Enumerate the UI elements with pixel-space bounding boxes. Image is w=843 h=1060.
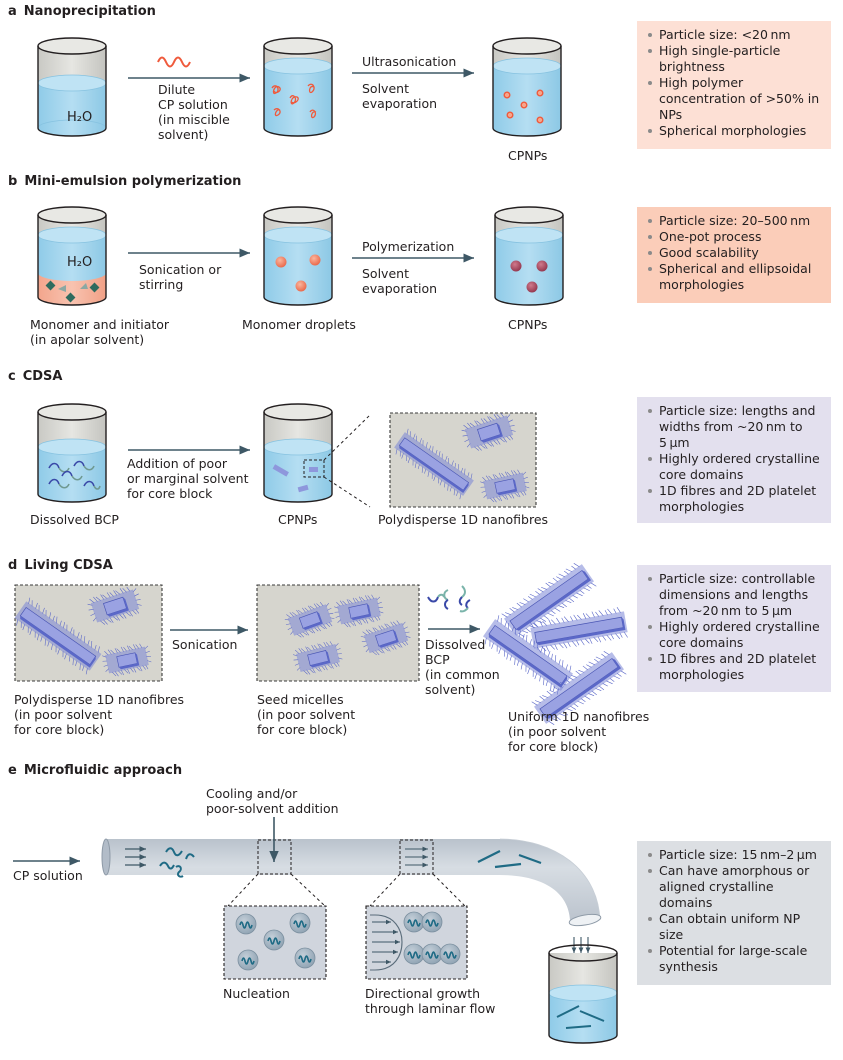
panel-e-artwork <box>13 817 618 1044</box>
product-cpnps-label: CPNPs <box>508 317 548 332</box>
panel-b-artwork <box>37 206 564 306</box>
step-sonication-label: Sonication <box>172 637 238 652</box>
beaker-dissolved-bcp <box>37 403 107 503</box>
step-polymerization-label: Polymerization <box>362 239 455 254</box>
feature-item: Particle size: lengths and widths from ~… <box>647 403 823 451</box>
panel-b-features-box: Particle size: 20–500 nm One-pot process… <box>637 207 831 303</box>
water-label: H₂O <box>67 255 93 270</box>
polydisperse-fibres-caption: Polydisperse 1D nanofibres (in poor solv… <box>14 692 185 737</box>
uniform-fibres-caption: Uniform 1D nanofibres (in poor solvent f… <box>508 709 650 754</box>
step-addition-poor-solvent-label: Addition of poor or marginal solvent for… <box>127 456 249 501</box>
product-cpnps-label: CPNPs <box>508 148 548 163</box>
beaker-monomer-droplets <box>263 206 333 306</box>
panel-c-artwork <box>37 403 537 508</box>
panel-letter: a <box>8 4 17 19</box>
beaker-water <box>37 37 107 137</box>
nucleation-caption: Nucleation <box>223 986 290 1001</box>
beaker-cp-solution <box>263 37 333 137</box>
cooling-label: Cooling and/or poor-solvent addition <box>206 786 339 816</box>
panel-title-text: Mini-emulsion polymerization <box>24 174 242 189</box>
feature-item: Particle size: 20–500 nm <box>647 213 823 229</box>
feature-item: 1D fibres and 2D platelet morphologies <box>647 483 823 515</box>
panel-b-title: b Mini-emulsion polymerization <box>8 174 241 189</box>
panel-letter: d <box>8 558 18 573</box>
feature-item: Particle size: controllable dimensions a… <box>647 571 823 619</box>
feature-item: 1D fibres and 2D platelet morphologies <box>647 651 823 683</box>
feature-item: Good scalability <box>647 245 823 261</box>
feature-item: High single-particle brightness <box>647 43 823 75</box>
panel-a-features-box: Particle size: <20 nm High single-partic… <box>637 21 831 149</box>
step-sonication-stirring-label: Sonication or stirring <box>139 262 222 292</box>
feature-item: Highly ordered crystalline core domains <box>647 451 823 483</box>
panel-d-artwork <box>11 559 629 729</box>
water-label: H₂O <box>67 110 93 125</box>
dissolved-bcp-chains <box>427 585 471 613</box>
panel-letter: e <box>8 763 17 778</box>
panel-letter: c <box>8 369 16 384</box>
beaker-cpnps-b <box>494 206 564 306</box>
step-solvent-evaporation-label: Solvent evaporation <box>362 266 438 296</box>
feature-item: Spherical morphologies <box>647 123 823 139</box>
dissolved-bcp-caption: Dissolved BCP <box>30 512 119 527</box>
beaker-emulsion <box>37 206 107 306</box>
panel-title-text: Nanoprecipitation <box>23 4 156 19</box>
panel-e-features-box: Particle size: 15 nm–2 µm Can have amorp… <box>637 841 831 985</box>
panel-a-artwork <box>37 37 562 137</box>
feature-item: High polymer concentration of >50% in NP… <box>647 75 823 123</box>
panel-title-text: Living CDSA <box>24 558 113 573</box>
panel-a-title: a Nanoprecipitation <box>8 4 156 19</box>
feature-item: Spherical and ellipsoidal morphologies <box>647 261 823 293</box>
feature-item: Can have amorphous or aligned crystallin… <box>647 863 823 911</box>
box-seed-micelles <box>256 584 420 682</box>
cpnps-caption: CPNPs <box>278 512 318 527</box>
directional-growth-caption: Directional growth through laminar flow <box>365 986 496 1016</box>
step-dissolved-bcp-label: Dissolved BCP (in common solvent) <box>425 637 500 697</box>
feature-item: Highly ordered crystalline core domains <box>647 619 823 651</box>
beaker-cpnps <box>492 37 562 137</box>
feature-item: One-pot process <box>647 229 823 245</box>
microfluidic-tube <box>105 839 600 920</box>
step-ultrasonication-label: Ultrasonication <box>362 54 457 69</box>
feature-item: Potential for large-scale synthesis <box>647 943 823 975</box>
monomer-droplets-caption: Monomer droplets <box>242 317 356 332</box>
beaker-cpnps-c <box>263 403 333 503</box>
panel-d-title: d Living CDSA <box>8 558 113 573</box>
feature-item: Particle size: <20 nm <box>647 27 823 43</box>
monomer-initiator-caption: Monomer and initiator (in apolar solvent… <box>30 317 170 347</box>
step-solvent-evaporation-label: Solvent evaporation <box>362 81 438 111</box>
cp-chain-icon <box>157 56 191 68</box>
feature-item: Can obtain uniform NP size <box>647 911 823 943</box>
feature-item: Particle size: 15 nm–2 µm <box>647 847 823 863</box>
panel-letter: b <box>8 174 18 189</box>
panel-d-features-box: Particle size: controllable dimensions a… <box>637 565 831 692</box>
seed-micelles-caption: Seed micelles (in poor solvent for core … <box>257 692 356 737</box>
panel-e-title: e Microfluidic approach <box>8 763 182 778</box>
panel-title-text: CDSA <box>22 369 63 384</box>
panel-title-text: Microfluidic approach <box>23 763 183 778</box>
step-dilute-cp-label: Dilute CP solution (in miscible solvent) <box>158 82 230 142</box>
beaker-collection <box>548 944 618 1044</box>
cp-solution-label: CP solution <box>13 868 83 883</box>
panel-c-features-box: Particle size: lengths and widths from ~… <box>637 397 831 523</box>
panel-c-title: c CDSA <box>8 369 62 384</box>
polydisperse-fibres-caption: Polydisperse 1D nanofibres <box>378 512 549 527</box>
